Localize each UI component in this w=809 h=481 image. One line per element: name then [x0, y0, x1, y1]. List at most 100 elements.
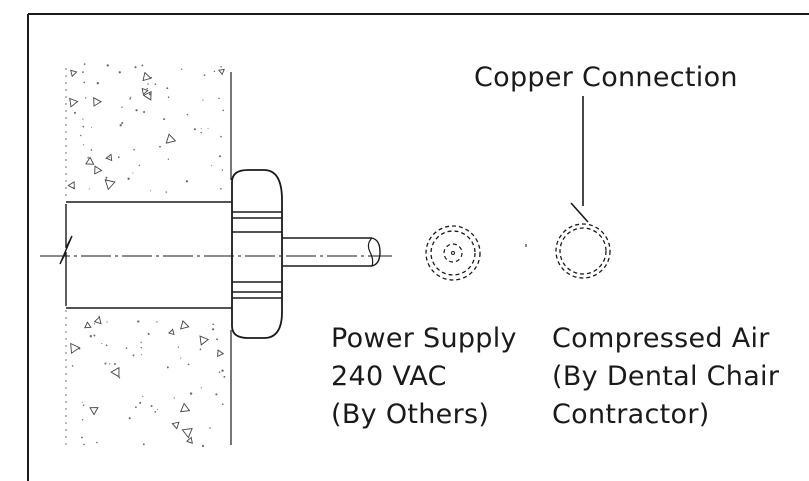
concrete-speck	[221, 369, 224, 372]
power-supply-conduit-symbol	[425, 225, 481, 281]
concrete-speck	[96, 441, 98, 444]
concrete-speck	[83, 443, 85, 446]
wall-sleeve	[59, 201, 232, 309]
concrete-speck	[150, 405, 153, 407]
concrete-speck	[81, 436, 83, 439]
concrete-speck	[117, 156, 120, 159]
concrete-speck	[203, 74, 206, 76]
concrete-aggregate	[67, 181, 75, 190]
power-supply-label-line3: (By Others)	[331, 399, 489, 430]
concrete-speck	[209, 427, 211, 429]
concrete-speck	[88, 188, 90, 190]
concrete-speck	[143, 110, 146, 114]
concrete-aggregate	[142, 71, 152, 82]
concrete-speck	[200, 131, 202, 134]
concrete-speck	[73, 111, 77, 114]
concrete-aggregate	[185, 436, 193, 444]
concrete-speck	[105, 176, 108, 179]
concrete-speck	[163, 118, 166, 121]
concrete-speck	[165, 191, 168, 193]
concrete-speck	[106, 64, 109, 67]
concrete-aggregate	[84, 321, 92, 329]
concrete-speck	[193, 128, 196, 131]
concrete-speck	[135, 109, 138, 112]
concrete-speck	[200, 128, 202, 130]
concrete-speck	[185, 180, 189, 183]
concrete-speck	[167, 158, 170, 160]
concrete-aggregate	[171, 421, 180, 430]
concrete-aggregate	[181, 427, 193, 439]
concrete-speck	[211, 165, 213, 167]
concrete-speck	[220, 65, 222, 68]
concrete-speck	[201, 444, 205, 448]
concrete-speck	[118, 376, 121, 379]
concrete-speck	[101, 343, 103, 345]
concrete-speck	[147, 83, 149, 85]
concrete-aggregate	[93, 316, 102, 325]
concrete-speck	[81, 419, 84, 421]
concrete-speck	[199, 348, 202, 351]
concrete-speck	[119, 124, 122, 127]
concrete-speck	[187, 363, 190, 366]
concrete-speck	[135, 406, 137, 409]
concrete-speck	[80, 134, 82, 137]
concrete-speck	[81, 401, 83, 403]
concrete-speck	[121, 121, 124, 125]
concrete-speck	[83, 63, 86, 65]
concrete-aggregate	[89, 407, 99, 416]
concrete-speck	[132, 172, 134, 174]
compressed-air-label-line3: Contractor)	[552, 399, 710, 430]
concrete-speck	[82, 125, 85, 128]
concrete-speck	[200, 387, 202, 389]
drawing-frame	[27, 13, 809, 481]
concrete-speck	[133, 148, 135, 151]
concrete-speck	[87, 156, 90, 159]
concrete-speck	[156, 409, 158, 411]
concrete-speck	[220, 187, 222, 190]
concrete-speck	[89, 335, 92, 338]
concrete-speck	[127, 177, 130, 180]
concrete-speck	[132, 354, 135, 357]
concrete-speck	[109, 363, 111, 365]
concrete-speck	[113, 363, 116, 365]
concrete-speck	[202, 99, 204, 101]
concrete-speck	[106, 321, 108, 323]
power-supply-label-line2: 240 VAC	[331, 361, 447, 392]
compressed-air-label-line1: Compressed Air	[552, 323, 770, 354]
concrete-speck	[93, 334, 96, 337]
concrete-speck	[121, 106, 123, 109]
concrete-speck	[83, 81, 85, 84]
concrete-speck	[221, 169, 224, 171]
concrete-speck	[147, 332, 150, 335]
concrete-speck	[156, 321, 158, 323]
concrete-aggregate	[168, 328, 175, 336]
concrete-speck	[215, 393, 218, 396]
concrete-speck	[218, 371, 221, 373]
concrete-speck	[82, 118, 84, 120]
concrete-speck	[137, 320, 140, 323]
concrete-speck	[212, 323, 215, 326]
concrete-aggregate	[104, 179, 116, 191]
concrete-speck	[213, 70, 216, 73]
concrete-speck	[207, 127, 209, 129]
concrete-speck	[104, 362, 107, 365]
concrete-speck	[142, 395, 144, 397]
concrete-speck	[222, 109, 225, 112]
concrete-speck	[128, 417, 131, 420]
concrete-speck	[222, 403, 224, 405]
concrete-speck	[216, 338, 218, 341]
power-supply-label-line1: Power Supply	[331, 323, 517, 354]
concrete-aggregate-pattern	[67, 63, 226, 448]
concrete-speck	[91, 126, 93, 128]
concrete-speck	[180, 357, 182, 359]
concrete-speck	[211, 328, 215, 331]
concrete-speck	[118, 71, 121, 74]
concrete-speck	[154, 83, 157, 86]
concrete-speck	[125, 347, 128, 349]
concrete-speck	[90, 149, 93, 151]
concrete-wall	[65, 63, 232, 448]
concrete-speck	[139, 401, 142, 404]
concrete-aggregate	[179, 402, 191, 413]
concrete-aggregate	[199, 335, 210, 346]
